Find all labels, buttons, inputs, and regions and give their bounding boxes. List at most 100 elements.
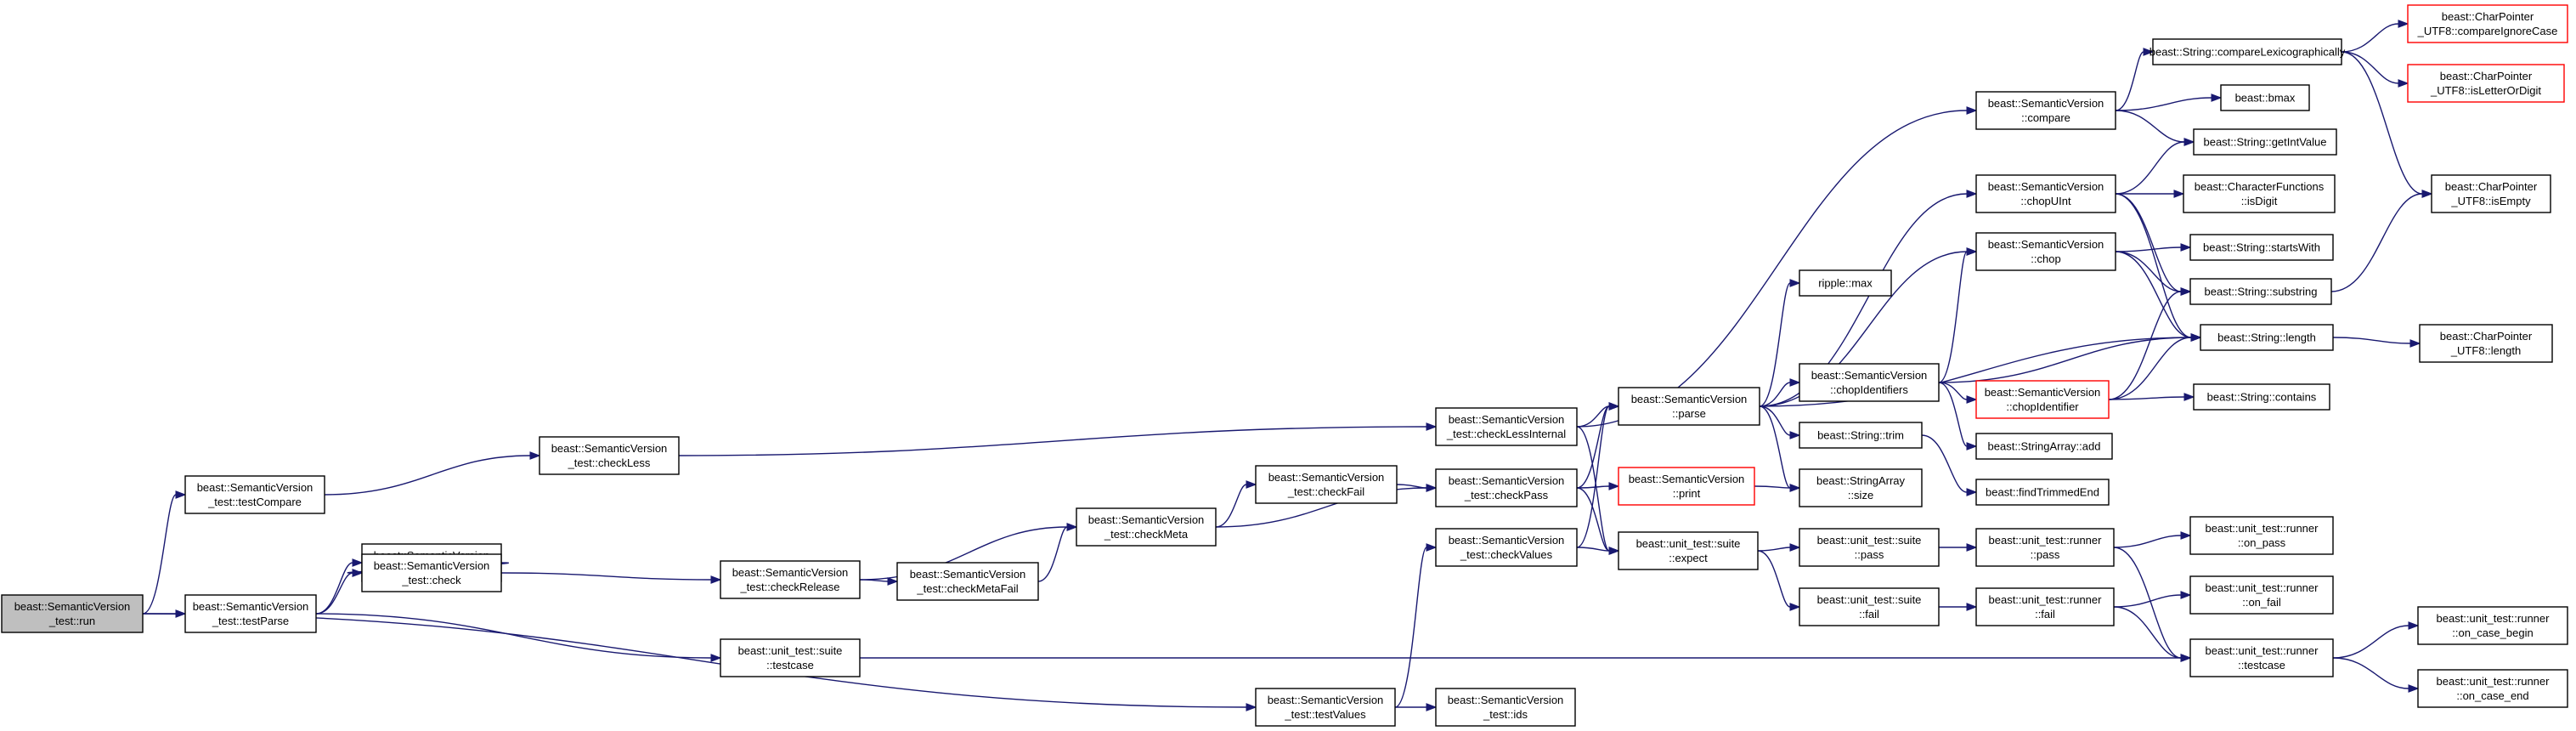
- node-label: beast::String::compareLexicographically: [2149, 46, 2346, 59]
- node-label: beast::unit_test::runner: [2206, 644, 2319, 657]
- node-label: _UTF8::compareIgnoreCase: [2417, 25, 2558, 37]
- node-label: beast::unit_test::suite: [1817, 593, 1922, 606]
- node-label: ::fail: [2035, 608, 2055, 620]
- node-parse[interactable]: beast::SemanticVersion::parse: [1618, 387, 1760, 426]
- node-runnerfail[interactable]: beast::unit_test::runner::fail: [1975, 587, 2115, 626]
- node-chopuint[interactable]: beast::SemanticVersion::chopUInt: [1975, 174, 2116, 213]
- node-trim[interactable]: beast::String::trim: [1799, 422, 1923, 449]
- node-box: [539, 436, 680, 475]
- node-box: [1975, 479, 2110, 506]
- node-cplength[interactable]: beast::CharPointer_UTF8::length: [2419, 324, 2553, 363]
- node-print[interactable]: beast::SemanticVersion::print: [1618, 467, 1755, 506]
- node-checklessinternal[interactable]: beast::SemanticVersion_test::checkLessIn…: [1435, 407, 1578, 446]
- node-on-case-end[interactable]: beast::unit_test::runner::on_case_end: [2417, 669, 2568, 708]
- node-checkmeta[interactable]: beast::SemanticVersion_test::checkMeta: [1076, 507, 1217, 547]
- node-testvalues[interactable]: beast::SemanticVersion_test::testValues: [1255, 688, 1396, 727]
- node-box: [1799, 269, 1892, 297]
- node-chop[interactable]: beast::SemanticVersion::chop: [1975, 232, 2116, 271]
- node-compareignorecase[interactable]: beast::CharPointer_UTF8::compareIgnoreCa…: [2407, 4, 2568, 43]
- edge-checkpass-to-print: [1576, 482, 1620, 490]
- edge-runnerpass-to-runnertestcase: [2113, 547, 2192, 662]
- node-runnerpass[interactable]: beast::unit_test::runner::pass: [1975, 528, 2115, 567]
- node-label: beast::CharPointer: [2445, 180, 2538, 193]
- node-startswith[interactable]: beast::String::startsWith: [2189, 234, 2334, 261]
- node-runnertestcase[interactable]: beast::unit_test::runner::testcase: [2189, 638, 2334, 677]
- node-check[interactable]: beast::SemanticVersion_test::check: [361, 553, 502, 592]
- node-label: beast::String::contains: [2207, 391, 2317, 404]
- node-checkrelease[interactable]: beast::SemanticVersion_test::checkReleas…: [720, 560, 861, 599]
- node-substring[interactable]: beast::String::substring: [2189, 278, 2332, 305]
- node-on-fail[interactable]: beast::unit_test::runner::on_fail: [2189, 575, 2334, 615]
- node-findtrimmedend[interactable]: beast::findTrimmedEnd: [1975, 479, 2110, 506]
- edge-testcase_suite-to-runnertestcase: [860, 654, 2192, 662]
- node-ripplemax[interactable]: ripple::max: [1799, 269, 1892, 297]
- node-label: beast::String::startsWith: [2203, 241, 2320, 254]
- node-on-case-begin[interactable]: beast::unit_test::runner::on_case_begin: [2417, 606, 2568, 645]
- node-chopidentifier[interactable]: beast::SemanticVersion::chopIdentifier: [1975, 380, 2110, 419]
- call-edges: [142, 20, 2433, 711]
- node-box: [1975, 380, 2110, 419]
- edge-parse-to-ripplemax: [1759, 279, 1801, 407]
- node-strlength[interactable]: beast::String::length: [2200, 324, 2334, 351]
- node-box: [720, 638, 861, 677]
- node-size[interactable]: beast::StringArray::size: [1799, 468, 1923, 507]
- node-testparse[interactable]: beast::SemanticVersion_test::testParse: [184, 594, 317, 633]
- edge-compare-to-comparelex: [2115, 48, 2155, 111]
- node-expect[interactable]: beast::unit_test::suite::expect: [1618, 531, 1759, 570]
- node-getintvalue[interactable]: beast::String::getIntValue: [2193, 128, 2337, 156]
- edge-parse-to-chopidentifiers: [1759, 378, 1801, 407]
- node-label: _UTF8::length: [2450, 344, 2521, 357]
- node-box: [1975, 528, 2115, 567]
- node-bmax[interactable]: beast::bmax: [2220, 84, 2310, 111]
- node-suitefail[interactable]: beast::unit_test::suite::fail: [1799, 587, 1940, 626]
- node-testcase-suite[interactable]: beast::unit_test::suite::testcase: [720, 638, 861, 677]
- node-label: beast::findTrimmedEnd: [1986, 486, 2099, 499]
- node-label: beast::SemanticVersion: [374, 559, 490, 572]
- node-box: [2431, 174, 2551, 213]
- edge-trim-to-findtrimmedend: [1921, 434, 1978, 496]
- node-box: [2200, 324, 2334, 351]
- node-on-pass[interactable]: beast::unit_test::runner::on_pass: [2189, 516, 2334, 555]
- node-box: [2417, 606, 2568, 645]
- edge-chopidentifier-to-substring: [2108, 287, 2192, 400]
- edge-checkvalues-to-parse: [1576, 402, 1620, 548]
- node-box: [1799, 528, 1940, 567]
- node-checkfail[interactable]: beast::SemanticVersion_test::checkFail: [1255, 465, 1398, 504]
- node-box: [1975, 232, 2116, 271]
- node-checkmetafail[interactable]: beast::SemanticVersion_test::checkMetaFa…: [896, 562, 1039, 601]
- node-label: beast::unit_test::runner: [2206, 522, 2319, 535]
- node-chopidentifiers[interactable]: beast::SemanticVersion::chopIdentifiers: [1799, 363, 1940, 402]
- node-ids[interactable]: beast::SemanticVersion_test::ids: [1435, 688, 1576, 727]
- node-label: _test::testCompare: [207, 496, 302, 508]
- node-checkvalues[interactable]: beast::SemanticVersion_test::checkValues: [1435, 528, 1578, 567]
- node-testcompare[interactable]: beast::SemanticVersion_test::testCompare: [184, 475, 325, 514]
- node-comparelex[interactable]: beast::String::compareLexicographically: [2149, 38, 2346, 65]
- node-box: [1076, 507, 1217, 547]
- edge-suitefail-to-runnerfail: [1939, 603, 1978, 611]
- edge-checkfail-to-checkpass: [1396, 484, 1438, 492]
- node-suitepass[interactable]: beast::unit_test::suite::pass: [1799, 528, 1940, 567]
- edge-runnerfail-to-on_fail: [2113, 591, 2192, 608]
- node-label: _UTF8::isLetterOrDigit: [2430, 84, 2541, 97]
- node-isempty[interactable]: beast::CharPointer_UTF8::isEmpty: [2431, 174, 2551, 213]
- node-add[interactable]: beast::StringArray::add: [1975, 433, 2113, 460]
- node-isdigit[interactable]: beast::CharacterFunctions::isDigit: [2183, 174, 2336, 213]
- node-label: beast::StringArray::add: [1988, 440, 2101, 453]
- node-box: [1255, 465, 1398, 504]
- edge-compare-to-bmax: [2115, 94, 2223, 111]
- node-run[interactable]: beast::SemanticVersion_test::run: [1, 594, 144, 633]
- node-label: ::parse: [1672, 407, 1706, 420]
- node-label: beast::SemanticVersion: [1631, 393, 1748, 405]
- node-label: beast::SemanticVersion: [193, 600, 309, 613]
- node-compare[interactable]: beast::SemanticVersion::compare: [1975, 91, 2116, 130]
- node-checkpass[interactable]: beast::SemanticVersion_test::checkPass: [1435, 468, 1578, 507]
- node-isletterordigit[interactable]: beast::CharPointer_UTF8::isLetterOrDigit: [2407, 64, 2565, 103]
- node-checkless[interactable]: beast::SemanticVersion_test::checkLess: [539, 436, 680, 475]
- node-label: beast::SemanticVersion: [910, 568, 1026, 581]
- node-label: beast::StringArray: [1816, 474, 1906, 487]
- node-box: [2183, 174, 2336, 213]
- node-label: beast::SemanticVersion: [1088, 513, 1205, 526]
- node-label: beast::SemanticVersion: [14, 600, 131, 613]
- node-box: [2193, 128, 2337, 156]
- node-contains[interactable]: beast::String::contains: [2193, 383, 2330, 411]
